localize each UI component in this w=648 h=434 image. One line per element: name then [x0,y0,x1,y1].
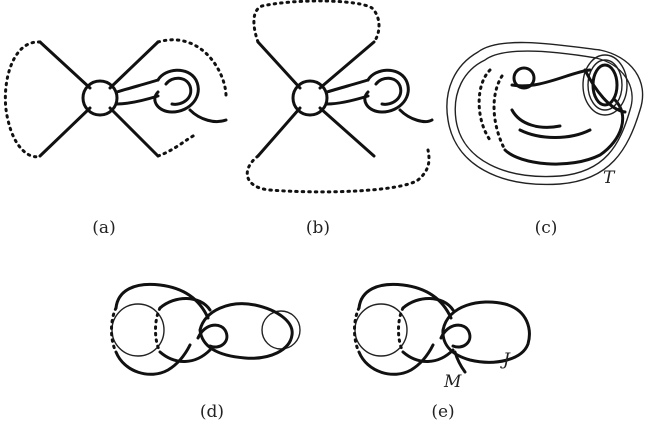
panel-d-label: (d) [199,402,225,422]
panel-d-diagram [110,282,301,376]
component-label-m: M [444,372,462,392]
panel-a-diagram [3,38,228,159]
panel-c-label: (c) [534,218,558,238]
panel-e-label: (e) [431,402,455,422]
panel-b-diagram [245,0,434,194]
panel-b-label: (b) [305,218,331,238]
component-label-t: T [603,168,615,188]
panel-a-label: (a) [92,218,116,238]
panel-e-diagram [353,282,531,376]
panel-c-diagram [446,41,644,186]
component-label-j: J [503,350,510,370]
